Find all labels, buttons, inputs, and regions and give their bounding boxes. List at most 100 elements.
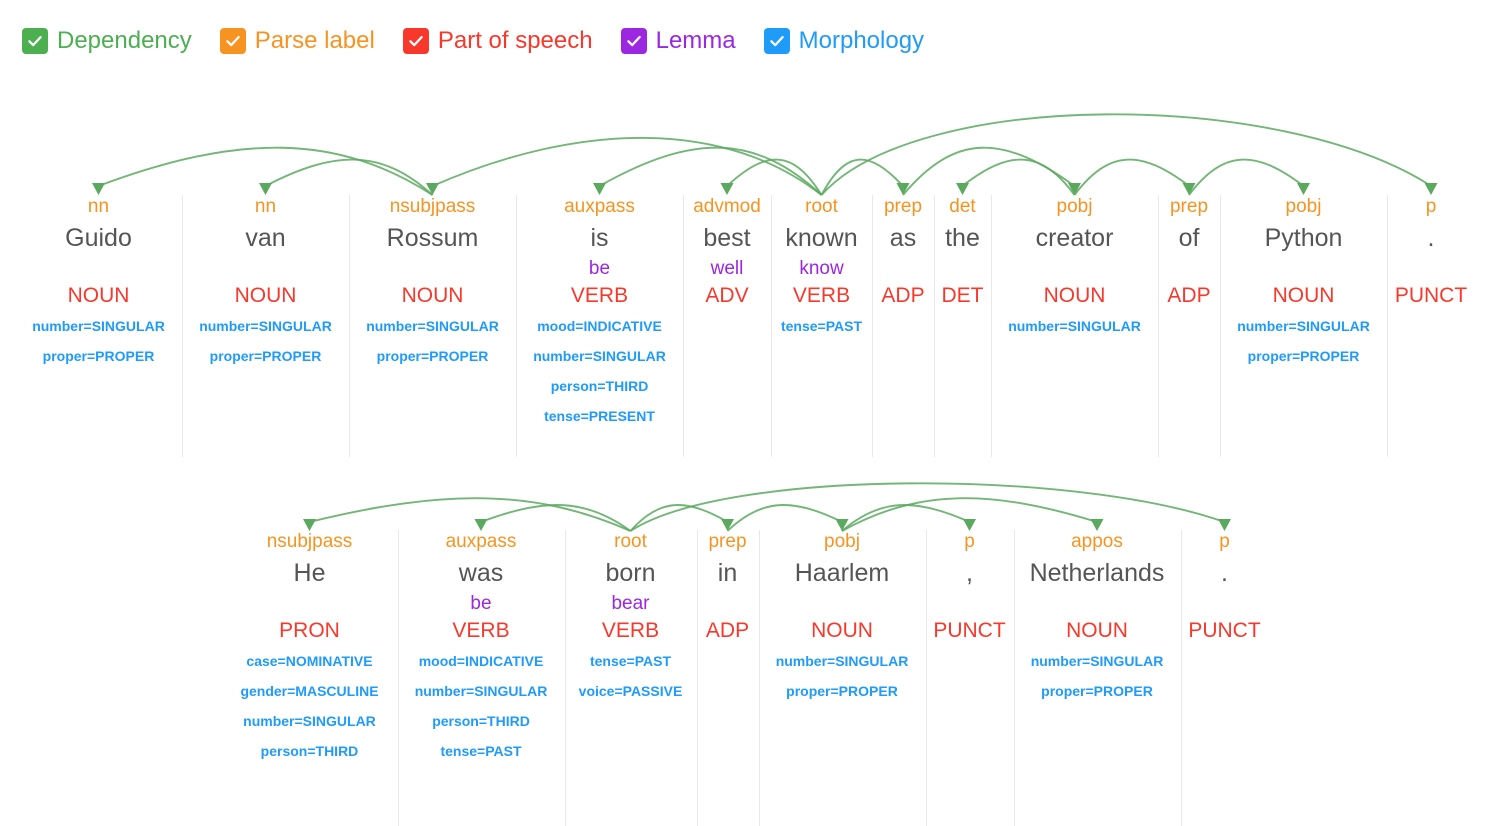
legend-toggles: Dependency Parse label Part of speech Lemma… [22,22,924,60]
token-part-of-speech: NOUN [67,284,130,307]
token-[interactable]: p, PUNCT [925,530,1014,826]
parse-label: root [614,531,647,552]
token-[interactable]: p. PUNCT [1387,195,1475,457]
token-part-of-speech: VERB [601,619,660,642]
checkbox-checked-icon[interactable] [620,28,647,54]
checkbox-checked-icon[interactable] [402,28,429,54]
parse-label: p [1219,531,1230,552]
token-lemma: be [470,593,492,614]
legend-item-label: Lemma [655,27,736,54]
legend-item-dependency[interactable]: Dependency [22,28,192,54]
parse-label: appos [1071,531,1123,552]
legend-item-parse-label[interactable]: Parse label [219,27,375,54]
morphology-feature: number=SINGULAR [199,318,332,334]
token-word: best [703,224,751,252]
parse-label: root [805,196,838,217]
checkbox-checked-icon[interactable] [763,28,790,54]
dependency-arcs-1 [92,113,1438,196]
token-word: Guido [65,224,132,252]
legend-item-morphology[interactable]: Morphology [763,27,925,54]
token-morphology-list: number=SINGULAR proper=PROPER [199,311,332,371]
token-part-of-speech: PUNCT [933,619,1006,642]
morphology-feature: proper=PROPER [209,348,322,364]
morphology-feature: number=SINGULAR [366,318,499,334]
morphology-feature: case=NOMINATIVE [246,653,373,669]
morphology-feature: proper=PROPER [376,348,489,364]
morphology-feature: number=SINGULAR [32,318,165,334]
parse-label: nn [254,196,277,217]
token-word: the [945,224,980,252]
morphology-feature: person=THIRD [260,743,359,759]
parse-label: prep [708,531,747,552]
parse-label: nsubjpass [266,531,353,552]
checkbox-checked-icon[interactable] [22,28,48,54]
morphology-feature: proper=PROPER [42,348,155,364]
parse-label: auxpass [445,531,517,552]
token-part-of-speech: NOUN [1043,284,1106,307]
legend-item-label: Parse label [254,27,375,54]
parse-label: nsubjpass [389,196,476,217]
token-word: as [889,224,917,252]
morphology-feature: tense=PAST [780,318,863,334]
legend-item-label: Morphology [798,27,925,54]
morphology-feature: person=THIRD [432,713,530,729]
token-as[interactable]: prep as ADP [872,195,934,457]
legend-item-part-of-speech[interactable]: Part of speech [402,28,593,54]
morphology-feature: number=SINGULAR [414,683,548,699]
checkbox-checked-icon[interactable] [219,28,246,54]
morphology-feature: proper=PROPER [1041,683,1153,699]
token-part-of-speech: PUNCT [1394,284,1468,307]
token-[interactable]: p. PUNCT [1180,530,1269,826]
morphology-feature: mood=INDICATIVE [537,318,662,334]
token-morphology-list: tense=PAST [781,311,862,341]
parse-label: p [964,531,975,552]
morphology-feature: proper=PROPER [1247,348,1360,364]
token-part-of-speech: NOUN [811,619,873,642]
morphology-feature: proper=PROPER [786,683,898,699]
token-lemma: bear [611,593,650,614]
token-word: known [785,224,858,252]
token-part-of-speech: ADP [1167,284,1211,307]
morphology-feature: gender=MASCULINE [240,683,379,699]
token-morphology-list: number=SINGULAR proper=PROPER [366,311,499,371]
parse-label: advmod [693,196,761,217]
token-word: , [966,559,973,587]
token-part-of-speech: VERB [570,284,629,307]
morphology-feature: voice=PASSIVE [578,683,683,699]
token-word: . [1221,559,1228,587]
dependency-arcs-2 [303,482,1231,532]
token-lemma: know [799,258,844,279]
token-part-of-speech: ADP [881,284,925,307]
parse-label: pobj [1285,196,1322,217]
parse-label: p [1425,196,1437,217]
parse-label: prep [883,196,923,217]
token-part-of-speech: NOUN [1066,619,1128,642]
legend-item-lemma[interactable]: Lemma [620,27,736,54]
morphology-feature: number=SINGULAR [775,653,909,669]
